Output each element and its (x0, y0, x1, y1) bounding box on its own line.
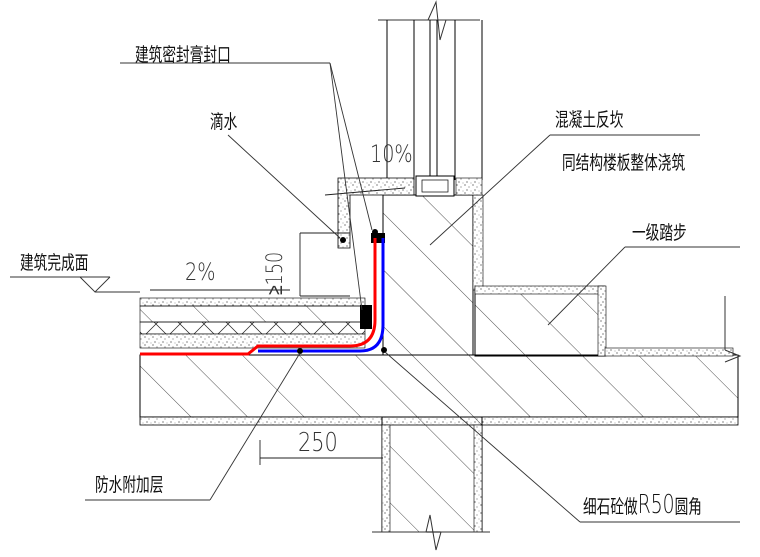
label-fillet-value: R50 (637, 490, 675, 520)
leader-lines (10, 62, 740, 523)
label-fillet-prefix: 细石砼做 (583, 496, 638, 518)
dim-additional-width: 250 (298, 428, 338, 458)
waterproof-layers (140, 238, 387, 356)
break-line-bottom (372, 514, 490, 551)
concrete-upturn (382, 194, 484, 356)
break-line-right (724, 349, 742, 363)
label-step: 一级踏步 (632, 222, 687, 244)
waterproof-main-layer (140, 238, 377, 356)
label-waterproof-additional: 防水附加层 (95, 474, 164, 496)
dim-slope-floor: 2% (185, 258, 216, 286)
waterproof-additional-layer (258, 238, 385, 353)
lower-wall (372, 416, 490, 551)
structural-slab (139, 354, 739, 426)
label-cast-with-slab: 同结构楼板整体浇筑 (562, 152, 686, 174)
dimension-lines (150, 187, 406, 465)
label-fillet-suffix: 圆角 (674, 496, 702, 518)
label-concrete-upturn: 混凝土反坎 (555, 109, 624, 131)
label-fillet: 细石砼做R50圆角 (583, 490, 702, 520)
label-drip: 滴水 (210, 111, 238, 133)
label-finished-surface: 建筑完成面 (20, 252, 89, 274)
dim-upturn-height: ≥150 (263, 251, 288, 295)
step-block (474, 285, 742, 363)
label-sealant: 建筑密封膏封口 (135, 44, 231, 66)
floor-layers (139, 229, 385, 349)
dim-slope-sill: 10% (370, 140, 413, 168)
break-line-top (427, 0, 447, 41)
